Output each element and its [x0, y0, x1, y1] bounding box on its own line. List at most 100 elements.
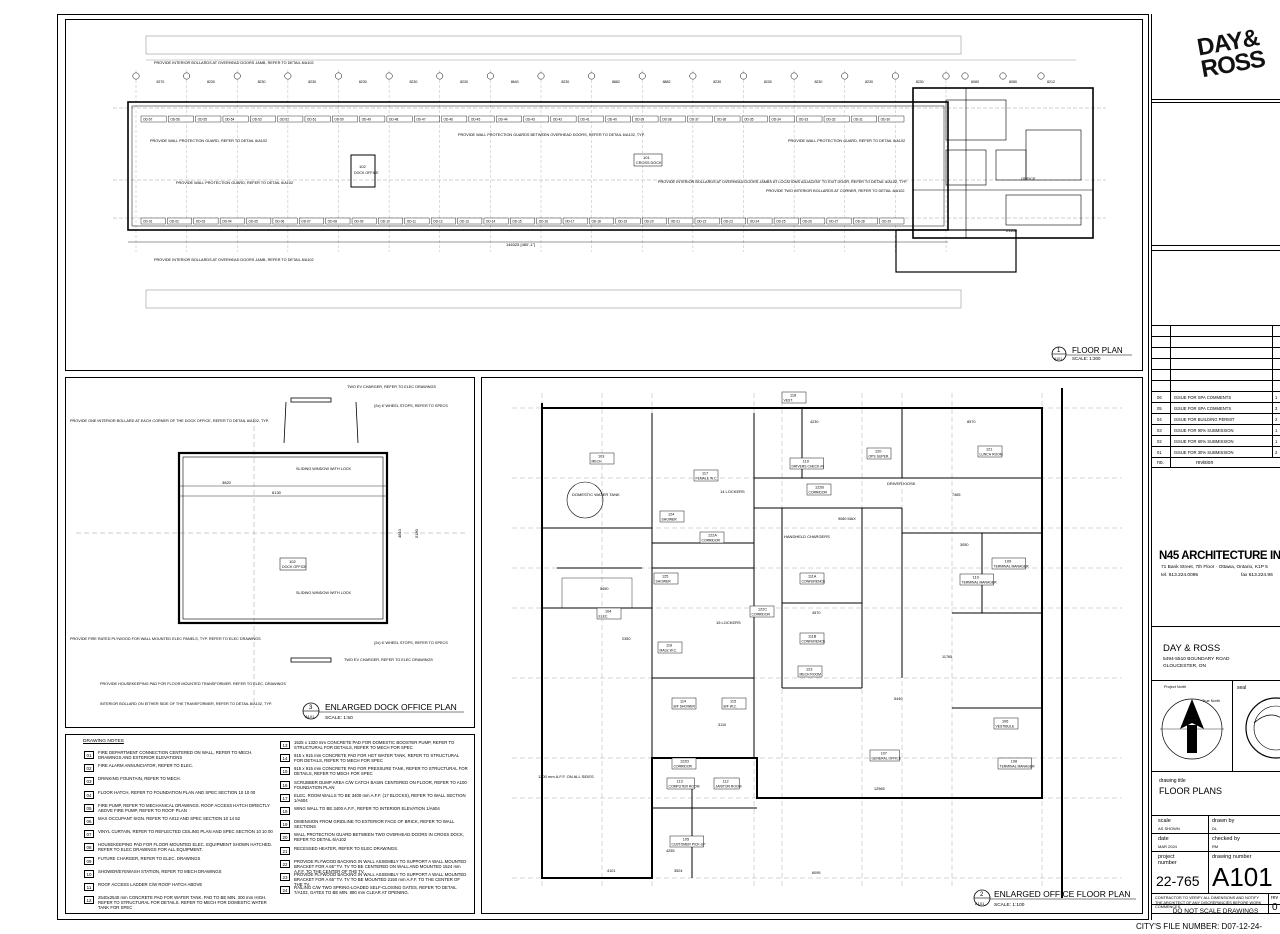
note-text: RECESSED HEATER, REFER TO ELEC DRAWINGS.: [294, 845, 399, 851]
note-number: 16: [280, 780, 290, 789]
fp-view-title: FLOOR PLAN: [1072, 346, 1123, 355]
rev-value: 0: [1272, 902, 1278, 913]
grid-dimension: 8640: [511, 80, 519, 84]
fp-note-wall-guard-ovh: PROVIDE WALL PROTECTION GUARDS BETWEEN O…: [458, 133, 645, 137]
note-number: 22: [280, 859, 290, 868]
note-text: DRINKING FOUNTAIN, REFER TO MECH.: [98, 776, 181, 782]
note-number: 04: [84, 790, 94, 799]
room-number: 117: [702, 472, 708, 476]
note-number: 01: [84, 751, 94, 759]
room-name: CORRIDOR: [809, 491, 828, 495]
room-name: VEST.: [784, 399, 793, 403]
room-tag: [977, 445, 1003, 458]
overhead-door-tag: [246, 217, 272, 225]
architect-address: 71 Bank Street, 7th Floor · Ottawa, Onta…: [1161, 565, 1268, 570]
blank-box: [1152, 102, 1280, 246]
overhead-door-tag: [714, 115, 741, 123]
overhead-door-label: OD-50: [334, 118, 344, 122]
fp-note-bollards-exit: PROVIDE INTERIOR BOLLARDS AT OVERHEAD DO…: [658, 180, 907, 184]
room-tag: [666, 777, 695, 790]
revision-no: 02: [1157, 439, 1162, 444]
note-text: HOUSEKEEPING PAD FOR FLOOR MOUNTED ELEC.…: [98, 842, 273, 853]
date-row: date MAR 2024 checked by RM: [1152, 834, 1280, 852]
floor-plan-panel: 102 DOCK OFFICE 101 CROSS DOCK OFFICE OD…: [65, 19, 1143, 371]
overhead-door-label: OD-52: [280, 118, 290, 122]
room-number: 116: [666, 644, 672, 648]
scale-value: AS SHOWN: [1158, 826, 1180, 831]
grid-bubble: [942, 72, 950, 80]
overhead-door-label: OD-24: [750, 220, 760, 224]
revision-no: 04: [1157, 417, 1162, 422]
grid-bubble: [891, 72, 899, 80]
overhead-door-tag: [359, 115, 386, 123]
room-number: 115: [730, 700, 736, 704]
logo-box: DAY& ROSS: [1152, 14, 1280, 100]
client-addr2: GLOUCESTER, ON: [1163, 664, 1206, 669]
do-dim2: 6130: [272, 490, 282, 495]
overhead-door-label: OD-46: [444, 118, 454, 122]
grid-bubble: [537, 72, 545, 80]
overhead-door-label: OD-57: [143, 118, 153, 122]
room-name: TERMINAL MANAGER: [1000, 765, 1036, 769]
overhead-door-label: OD-19: [618, 220, 628, 224]
client-name: DAY & ROSS: [1163, 643, 1221, 654]
overhead-door-tag: [589, 217, 615, 225]
overhead-door-tag: [562, 217, 588, 225]
revision-header-revision: revision: [1196, 460, 1214, 466]
overhead-door-tag: [250, 115, 276, 123]
overhead-door-label: OD-37: [689, 118, 699, 122]
room-name: B/F SHOWER: [674, 705, 696, 709]
overhead-door-tag: [605, 115, 631, 123]
room-tag: [797, 665, 823, 678]
overhead-door-tag: [140, 217, 166, 225]
north-arrow-icon: [1160, 698, 1224, 760]
overhead-door-label: OD-01: [143, 220, 153, 224]
overhead-door-tag: [457, 217, 483, 225]
overhead-door-tag: [615, 217, 641, 225]
drawn-by-value: DL: [1212, 826, 1218, 831]
overhead-door-tag: [879, 217, 905, 225]
room-number: 122C: [758, 608, 767, 612]
of-dim-o: 4101: [607, 869, 615, 873]
of-dim-c: 7465: [952, 493, 960, 497]
overhead-door-label: OD-22: [697, 220, 707, 224]
revision-row-blank: [1152, 380, 1280, 391]
do-note-bollards: PROVIDE ONE INTERIOR BOLLARD AT EACH COR…: [70, 419, 269, 423]
of-dim-l: 4255: [666, 849, 674, 853]
room-name: COMPUTER ROOM: [669, 785, 700, 789]
overhead-door-tag: [468, 115, 495, 123]
project-row: project number 22-765 drawing number A10…: [1152, 852, 1280, 894]
overhead-door-tag: [414, 115, 440, 123]
overhead-door-label: OD-18: [591, 220, 601, 224]
do-sliding2: SLIDING WINDOW WITH LOCK: [296, 591, 352, 595]
room-tag: [991, 557, 1026, 570]
room-name: CORRIDOR: [674, 765, 693, 769]
overhead-door-label: OD-40: [607, 118, 617, 122]
grid-bubble: [385, 72, 393, 80]
dock-office-panel: 102 DOCK OFFICE 3820 6130 4810 5180 SLID…: [65, 377, 475, 728]
fp-view-scale: SCALE: 1:300: [1072, 356, 1101, 361]
revision-date: 1: [1275, 395, 1278, 400]
revision-row-blank: [1152, 325, 1280, 336]
revision-no: 01: [1157, 450, 1162, 455]
room-name: CORRIDOR: [752, 613, 771, 617]
fp-dock-office-num: 102: [359, 164, 366, 169]
note-number: 12: [84, 896, 94, 905]
grid-dimension: 8230: [258, 80, 266, 84]
room-tag: [699, 531, 725, 544]
of-lockers14: 14 LOCKERS: [720, 489, 745, 494]
overhead-door-label: OD-04: [222, 220, 232, 224]
overhead-door-label: OD-13: [460, 220, 470, 224]
note-text: FIRE PUMP, REFER TO MECHANICAL DRAWINGS.…: [98, 802, 270, 813]
grid-dimension: 8230: [814, 80, 822, 84]
overhead-door-label: OD-05: [249, 220, 259, 224]
office-floor-panel: DOMESTIC WATER TANK 14 LOCKERS 15 LOCKER…: [481, 377, 1143, 914]
grid-dimension: 8230: [865, 80, 873, 84]
overhead-door-tag: [523, 115, 550, 123]
room-tag: [993, 717, 1019, 730]
note-text: 1525 x 1320 mm CONCRETE PAD FOR DOMESTIC…: [294, 740, 455, 750]
checked-by-label: checked by: [1212, 836, 1240, 842]
overhead-door-label: OD-31: [853, 118, 863, 122]
overhead-door-label: OD-47: [416, 118, 426, 122]
